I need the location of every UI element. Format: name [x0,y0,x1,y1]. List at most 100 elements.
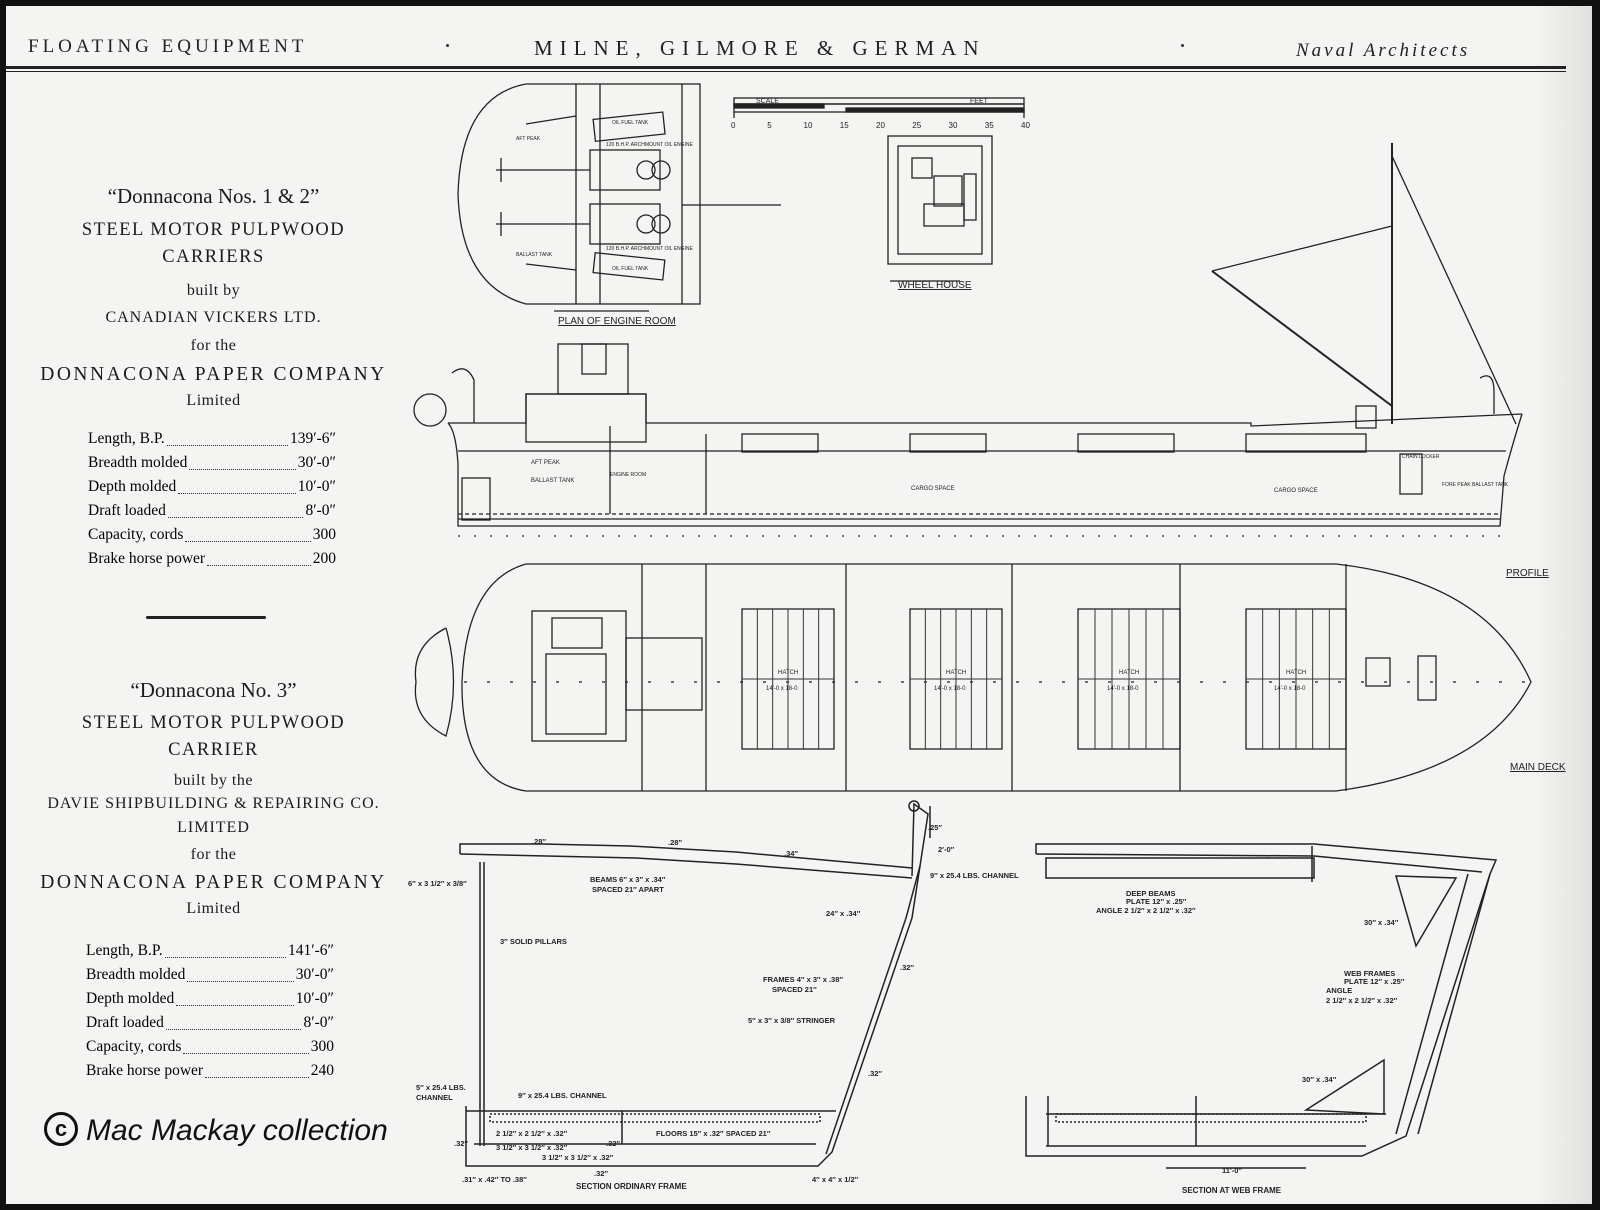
vessel-1-type-2: CARRIERS [162,247,265,267]
vessel-1-spec-label: Length, B.P. [88,430,165,447]
scale-bar [733,97,1025,118]
section-web-frame [1025,843,1498,1169]
vessel-2-spec-value: 300 [310,1038,334,1055]
ordinary-frame-annotation: 24″ x .34″ [826,909,861,918]
web-frame-annotation: WEB FRAMES [1344,969,1395,978]
vessel-1-spec-label: Depth molded [88,478,177,495]
engine-room-box [575,83,701,305]
vessel-1-spec-value: 300 [312,526,336,543]
copyright-text: Mac Mackay collection [86,1114,388,1147]
profile-label: PROFILE [1506,568,1549,579]
web-frame-annotation: DEEP BEAMS [1126,889,1175,898]
engine-label-6: BALLAST TANK [516,252,553,258]
ordinary-frame-annotation: 2′-0″ [938,845,955,854]
leader-dots [183,1053,309,1054]
vessel-1-spec-value: 30′-0″ [297,454,336,471]
profile-label-5: CARGO SPACE [1274,488,1318,494]
ordinary-frame-annotation: 2 1/2″ x 2 1/2″ x .32″ [496,1129,568,1138]
ordinary-frame-annotation: 3″ SOLID PILLARS [500,937,567,946]
vessel-1-spec-value: 139′-6″ [289,430,336,447]
ordinary-frame-annotation: 4″ x 4″ x 1/2″ [812,1175,859,1184]
scale-tick-label: 25 [912,121,921,130]
vessel-1-for-label: for the [190,337,237,354]
ordinary-frame-annotation: .25″ [928,823,942,832]
ordinary-frame-annotation: .32″ [454,1139,468,1148]
ordinary-frame-annotation: .28″ [532,837,546,846]
scale-tick-label: 35 [985,121,994,130]
ordinary-frame-annotation: .32″ [594,1169,608,1178]
vessel-2-spec-value: 141′-6″ [287,942,334,959]
web-frame-annotation: PLATE 12″ x .25″ [1344,977,1405,986]
main-deck-plan [414,563,1532,792]
profile-label-1: AFT PEAK [531,460,560,466]
profile-label-7: CHAIN LOCKER [1402,454,1440,460]
vessel-1-spec-label: Brake horse power [88,550,206,567]
vessel-1-type-1: STEEL MOTOR PULPWOOD [81,220,346,240]
header-firm-name: MILNE, GILMORE & GERMAN [534,36,986,60]
header-rule [6,66,1566,69]
engine-label-5: AFT PEAK [516,136,541,142]
hatch-label: HATCH [946,670,966,676]
web-frame-title: SECTION AT WEB FRAME [1182,1186,1282,1195]
vessel-2-spec-value: 30′-0″ [295,966,334,983]
leader-dots [165,957,286,958]
vessel-2-builder-2: LIMITED [177,819,250,836]
ordinary-frame-annotation: .34″ [784,849,798,858]
main-deck-label: MAIN DECK [1510,762,1566,773]
leader-dots [168,517,303,518]
ordinary-frame-annotation: FLOORS 15″ x .32″ SPACED 21″ [656,1129,771,1138]
engine-room-plan [457,83,781,312]
section-ordinary-frame [459,800,931,1167]
engine-label-4: OIL FUEL TANK [612,266,649,272]
hatch-size: 14′-0 x 18-0 [766,686,798,692]
ordinary-frame-annotation: CHANNEL [416,1093,453,1102]
deck-outline [461,563,1532,792]
vessel-2-built-by-label: built by the [174,772,253,789]
scale-tick-label: 0 [731,121,736,130]
header-rule-thin [6,71,1566,72]
leader-dots [176,1005,294,1006]
vessel-1-spec-label: Draft loaded [88,502,166,519]
engine-label-1: OIL FUEL TANK [612,120,649,126]
engine-room-stern-outline [457,83,576,305]
profile-label-6: FORE PEAK BALLAST TANK [1442,482,1509,488]
vessel-2-builder-1: DAVIE SHIPBUILDING & REPAIRING CO. [47,795,380,812]
profile-view [413,143,1523,537]
vessel-2-spec-label: Brake horse power [86,1062,204,1079]
ordinary-frame-annotation: FRAMES 4″ x 3″ x .38″ [763,975,843,984]
hatch-label: HATCH [778,670,798,676]
page-header: FLOATING EQUIPMENT MILNE, GILMORE & GERM… [6,6,1566,66]
leader-dots [207,565,311,566]
ordinary-frame-annotation: 6″ x 3 1/2″ x 3/8″ [408,879,467,888]
vessel-2-owner: DONNACONA PAPER COMPANY [40,872,387,893]
ordinary-frame-annotation: 3 1/2″ x 3 1/2″ x .32″ [542,1153,614,1162]
engine-room-label: PLAN OF ENGINE ROOM [558,316,676,327]
header-section-title: FLOATING EQUIPMENT [28,36,308,57]
vessel-2-owner-suffix: Limited [186,900,241,917]
scale-tick-label: 15 [840,121,849,130]
vessel-2-spec-value: 10′-0″ [295,990,334,1007]
web-frame-annotation: ANGLE [1326,986,1352,995]
web-frame-annotation: 11′-0″ [1222,1166,1242,1175]
ordinary-frame-annotation: .28″ [668,838,682,847]
scale-tick-label: 20 [876,121,885,130]
leader-dots [166,1029,301,1030]
vessel-2-type-1: STEEL MOTOR PULPWOOD [81,713,346,733]
ordinary-frame-annotation: 9″ x 25.4 LBS. CHANNEL [518,1091,607,1100]
profile-label-2: BALLAST TANK [531,478,574,484]
header-firm-role: Naval Architects [1296,40,1471,61]
vessel-1-description: “Donnacona Nos. 1 & 2” [16,184,411,209]
vessel-2-spec-value: 240 [310,1062,334,1079]
ordinary-frame-annotation: .32″ [868,1069,882,1078]
scale-tick-label: 40 [1021,121,1030,130]
